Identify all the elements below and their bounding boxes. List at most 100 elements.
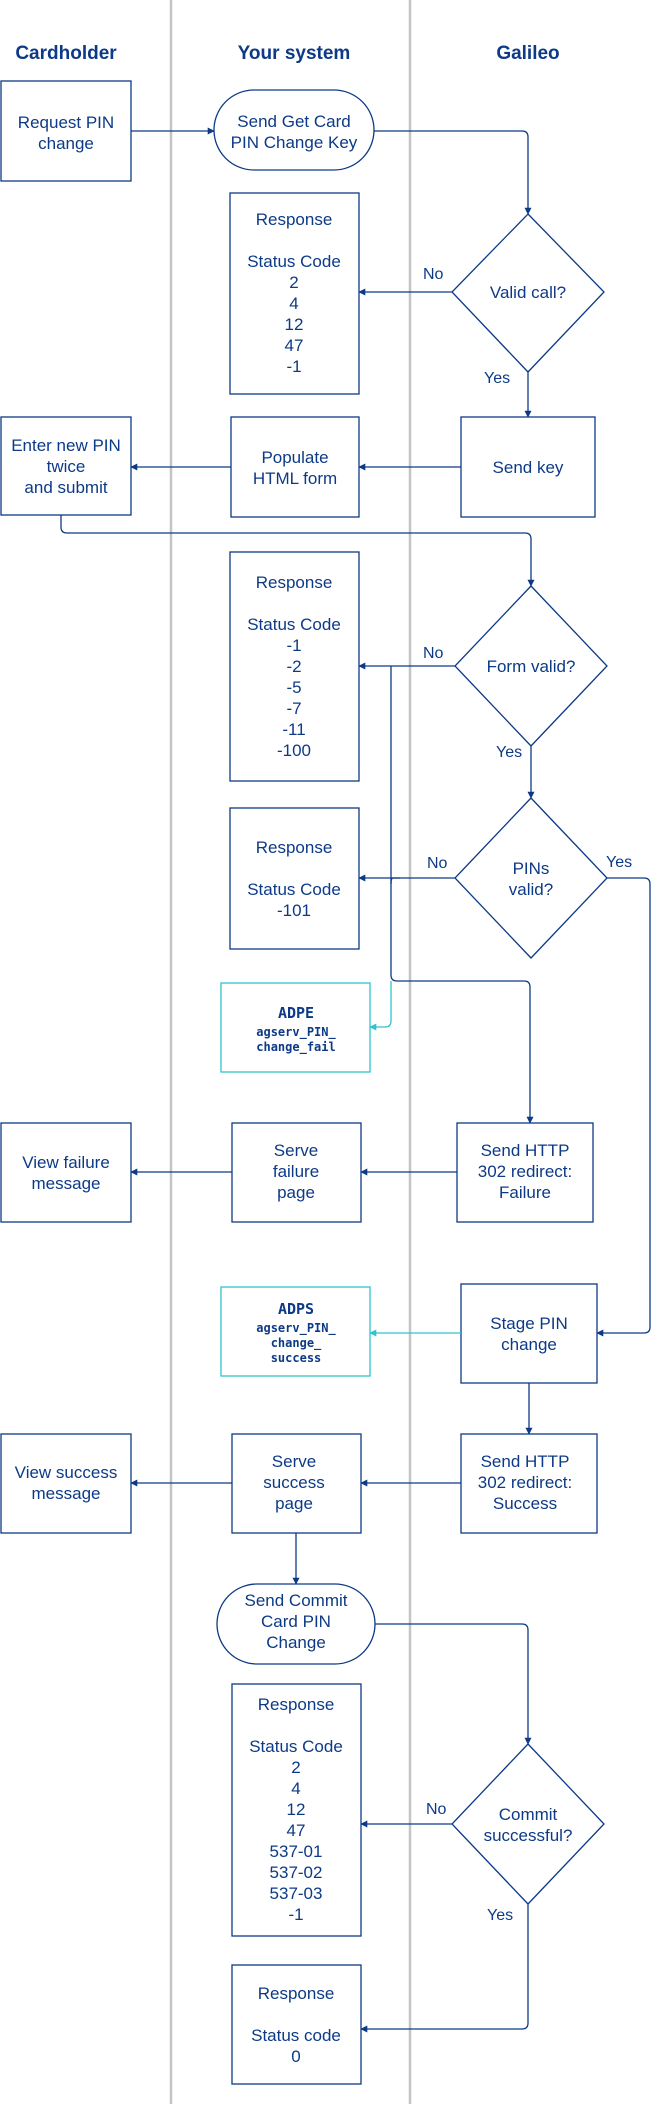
adpe-title: ADPE	[278, 1004, 314, 1022]
commit-successful-label: Commit successful?	[484, 1805, 573, 1845]
send-redirect-success-box	[460, 1433, 598, 1534]
lane-title-your-system: Your system	[238, 43, 351, 64]
label-line: -1	[286, 357, 301, 376]
label-line: 537-03	[270, 1884, 323, 1903]
stage-pin-change-box	[460, 1283, 598, 1384]
label-line: Status code	[251, 2026, 341, 2045]
label-line	[292, 231, 297, 250]
label-line: 12	[285, 315, 304, 334]
label-line: valid?	[509, 880, 553, 899]
view-success-box	[0, 1433, 132, 1534]
label-line: Card PIN	[261, 1612, 331, 1631]
label-line: twice	[47, 457, 86, 476]
edge-send-key-to-valid-call	[374, 130, 532, 215]
label-line: Response	[256, 210, 333, 229]
response-box-5	[231, 1964, 362, 2085]
label-line: Status Code	[247, 615, 341, 634]
label-line: Valid call?	[490, 283, 566, 302]
adpe-event-box	[220, 982, 371, 1073]
serve-failure-box	[231, 1122, 362, 1223]
label-line: -1	[286, 636, 301, 655]
response-3-label: Response Status Code -101	[247, 838, 341, 920]
label-line: and submit	[24, 478, 107, 497]
label-line: Send key	[493, 458, 564, 477]
label-line: Change	[266, 1633, 326, 1652]
label-line: 2	[291, 1758, 300, 1777]
label-line: page	[277, 1183, 315, 1202]
edge-commit-to-decision	[375, 1623, 532, 1745]
label-line: 537-01	[270, 1842, 323, 1861]
label-line	[292, 859, 297, 878]
edge-pins-fail-merge	[390, 877, 400, 885]
label-line: change_fail	[256, 1040, 335, 1055]
label-line: Response	[258, 1695, 335, 1714]
send-key-label: Send key	[493, 458, 564, 477]
label-line: success	[271, 1351, 322, 1365]
label-line: Request PIN	[18, 113, 114, 132]
stage-pin-change-label: Stage PIN change	[490, 1314, 568, 1354]
label-line: Serve	[274, 1141, 318, 1160]
label-line: View success	[15, 1463, 118, 1482]
label-line: success	[263, 1473, 324, 1492]
pins-valid-label: PINs valid?	[509, 859, 553, 899]
view-failure-box	[0, 1122, 132, 1223]
label-line: 537-02	[270, 1863, 323, 1882]
label-line: 12	[287, 1800, 306, 1819]
edge-enter-to-form-valid	[60, 515, 535, 587]
label-line: change_	[271, 1336, 322, 1351]
response-box-3	[229, 807, 360, 950]
lane-title-cardholder: Cardholder	[15, 43, 117, 64]
label-line: 4	[289, 294, 298, 313]
label-line: change	[501, 1335, 557, 1354]
label-line: agserv_PIN_	[256, 1025, 336, 1040]
label-line: 47	[285, 336, 304, 355]
label-line: Status Code	[247, 880, 341, 899]
label-line: PINs	[513, 859, 550, 878]
label-line: page	[275, 1494, 313, 1513]
valid-call-label: Valid call?	[490, 283, 566, 302]
label-line	[294, 2005, 299, 2024]
label-line: Commit	[499, 1805, 558, 1824]
label-line: HTML form	[253, 469, 337, 488]
edge-label-commit-yes: Yes	[487, 1907, 513, 1924]
edge-label-form-valid-no: No	[423, 645, 444, 662]
commit-successful-decision	[451, 1743, 605, 1905]
label-line: successful?	[484, 1826, 573, 1845]
label-line: Send Get Card	[237, 112, 350, 131]
serve-success-label: Serve success page	[263, 1452, 324, 1513]
label-line: -5	[286, 678, 301, 697]
edge-label-commit-no: No	[426, 1801, 447, 1818]
edge-label-pins-valid-no: No	[427, 855, 448, 872]
edge-fail-to-adpe	[369, 981, 392, 1031]
adps-title: ADPS	[278, 1300, 314, 1318]
label-line: -7	[286, 699, 301, 718]
label-line: 0	[291, 2047, 300, 2066]
response-2-label: Response Status Code-1-2-5-7-11-100	[247, 573, 341, 760]
populate-form-box	[230, 416, 360, 518]
label-line: Serve	[272, 1452, 316, 1471]
label-line: 302 redirect:	[478, 1473, 573, 1492]
enter-new-pin-box	[0, 416, 132, 516]
label-line: Response	[256, 573, 333, 592]
pins-valid-decision	[454, 797, 608, 959]
label-line: Status Code	[247, 252, 341, 271]
label-line: -1	[288, 1905, 303, 1924]
edge-label-form-valid-yes: Yes	[496, 744, 522, 761]
send-key-box	[460, 416, 596, 518]
label-line: Stage PIN	[490, 1314, 568, 1333]
label-line: Response	[256, 838, 333, 857]
label-line: agserv_PIN_	[256, 1321, 336, 1336]
label-line: Response	[258, 1984, 335, 2003]
label-line: -11	[282, 720, 305, 739]
label-line: -101	[277, 901, 311, 920]
